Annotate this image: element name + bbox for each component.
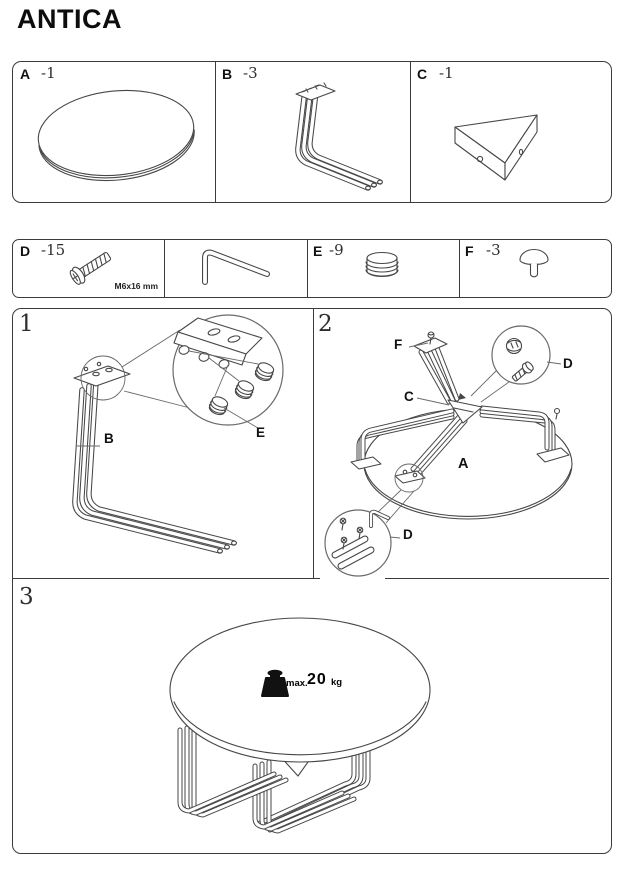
step-3-number: 3: [19, 584, 34, 610]
part-a-letter: A: [20, 66, 31, 82]
step-3-drawing: [169, 617, 431, 834]
parts-divider-2: [410, 62, 412, 202]
hardware-divider-2: [307, 240, 309, 297]
steps-divider-horizontal-right: [385, 578, 609, 580]
steps-panel: [12, 308, 612, 854]
step-2-drawing: [324, 325, 573, 577]
steps-divider-vertical: [313, 308, 315, 578]
step-2-number: 2: [318, 311, 333, 337]
step2-callout-d-bottom: D: [403, 527, 413, 542]
step2-callout-f: F: [394, 337, 403, 352]
step1-callout-e: E: [256, 425, 266, 440]
step2-callout-a: A: [458, 456, 469, 472]
cap-e-drawing: [365, 251, 399, 278]
part-b-qty: -3: [243, 64, 258, 82]
hardware-d-letter: D: [20, 243, 31, 259]
screw-size-note: M6x16 mm: [114, 281, 158, 291]
hardware-divider-3: [459, 240, 461, 297]
step2-callout-c: C: [404, 389, 414, 404]
hardware-panel: [12, 239, 612, 298]
max-load-value: 20: [307, 671, 327, 688]
hardware-d-qty: -15: [41, 241, 66, 259]
part-a-qty: -1: [41, 64, 56, 82]
part-a-tabletop-drawing: [37, 89, 195, 182]
hardware-divider-1: [164, 240, 166, 297]
step2-callout-d-top: D: [563, 356, 573, 371]
screw-d-drawing: [69, 252, 112, 285]
part-c-qty: -1: [439, 64, 454, 82]
hardware-f-qty: -3: [486, 241, 501, 259]
part-c-connector-drawing: [454, 114, 538, 181]
hardware-e-letter: E: [313, 243, 323, 259]
glide-f-drawing: [519, 249, 549, 278]
part-b-leg-drawing: [295, 82, 383, 191]
part-b-letter: B: [222, 66, 233, 82]
step-1-number: 1: [19, 311, 34, 337]
step-1-drawing: [72, 314, 284, 554]
steps-divider-horizontal-left: [13, 578, 320, 580]
hardware-f-letter: F: [465, 243, 474, 259]
hardware-e-qty: -9: [329, 241, 344, 259]
step1-callout-b: B: [104, 431, 114, 446]
step-2-leaders: [408, 342, 450, 406]
weight-icon: [261, 669, 289, 697]
product-title: ANTICA: [17, 4, 122, 34]
allen-key-drawing: [202, 249, 270, 285]
max-load-prefix: max.: [286, 678, 308, 689]
parts-divider-1: [215, 62, 217, 202]
part-c-letter: C: [417, 66, 428, 82]
max-load-unit: kg: [331, 677, 343, 688]
